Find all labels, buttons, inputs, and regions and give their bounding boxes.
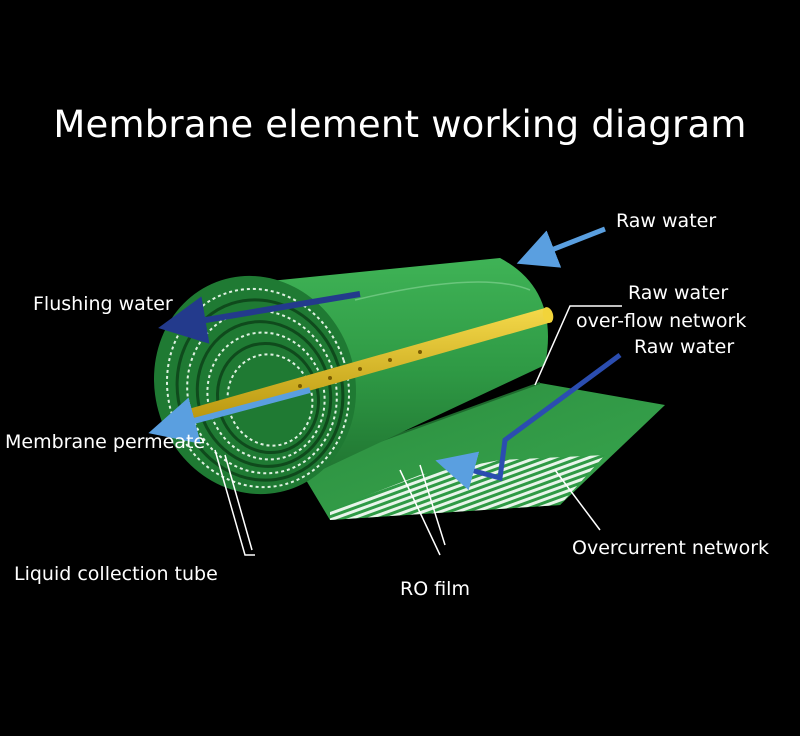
label-raw-water-network-line2: over-flow network <box>576 310 747 332</box>
label-overcurrent-network: Overcurrent network <box>572 537 770 559</box>
label-membrane-permeate: Membrane permeate <box>5 431 206 453</box>
label-flushing-water: Flushing water <box>33 293 173 315</box>
label-raw-water-network-line1: Raw water <box>628 282 729 304</box>
label-ro-film: RO film <box>400 578 470 600</box>
label-raw-water-mid: Raw water <box>634 336 735 358</box>
leader-lines <box>214 305 622 556</box>
label-raw-water-top: Raw water <box>616 210 717 232</box>
label-liquid-collection-tube: Liquid collection tube <box>14 563 218 585</box>
flow-arrows <box>148 226 622 491</box>
page-title: Membrane element working diagram <box>53 103 747 146</box>
liquid-collection-tube-shape <box>185 307 554 424</box>
